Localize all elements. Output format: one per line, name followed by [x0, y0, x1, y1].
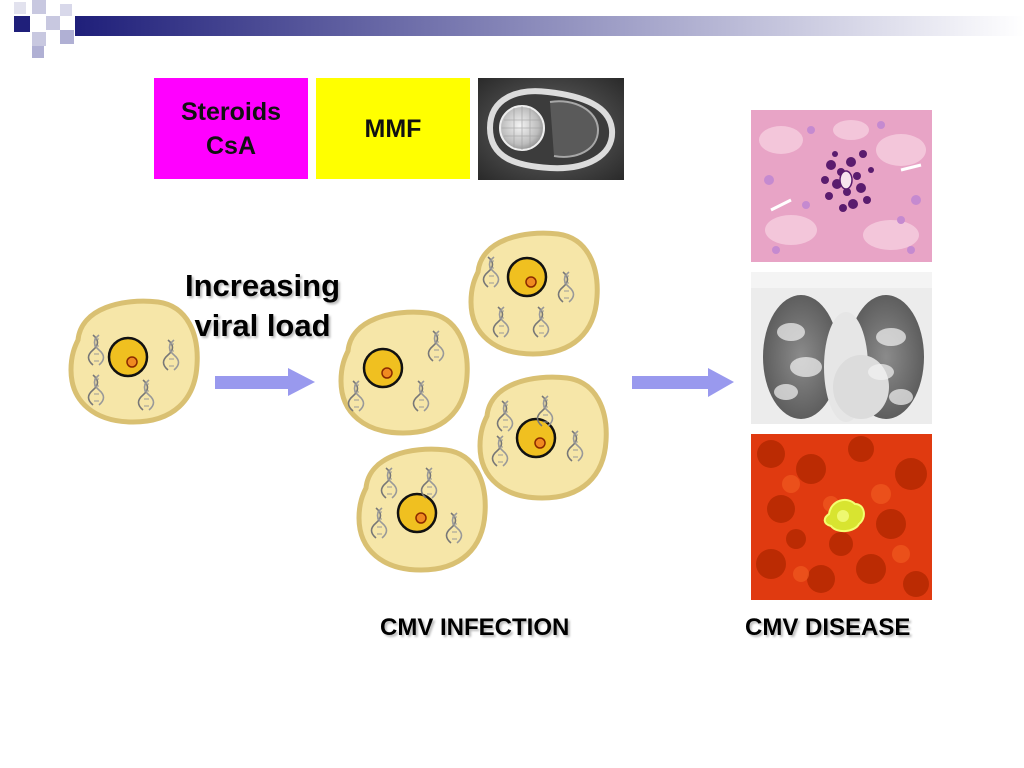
infected-cell: [359, 449, 485, 570]
initial-infected-cell: [71, 301, 197, 422]
fluorescence-stain-icon: [751, 434, 932, 600]
chest-xray-icon: [751, 272, 932, 424]
infected-cell: [480, 377, 606, 498]
checker-logo-icon: [14, 0, 1024, 58]
electron-micrograph-icon: [478, 78, 624, 180]
cmv-disease-caption: CMV DISEASE: [745, 614, 911, 641]
steroids-csa-label: Steroids CsA: [180, 97, 282, 160]
infected-cell: [471, 233, 597, 354]
increasing-viral-load-text: Increasing viral load: [170, 266, 355, 346]
cmv-infection-caption: CMV INFECTION: [380, 614, 570, 641]
histology-slide-icon: [751, 110, 932, 262]
arrow-right-icon: [215, 368, 315, 396]
viral-load-line-1: Increasing: [184, 268, 341, 303]
arrow-right-icon: [632, 368, 734, 397]
cell-diagram: [60, 220, 680, 640]
viral-load-line-2: viral load: [194, 308, 331, 343]
infected-cell: [341, 312, 467, 433]
header-decoration: [0, 0, 1024, 60]
mmf-label: MMF: [364, 114, 422, 143]
mmf-box: MMF: [316, 78, 470, 179]
steroids-csa-box: Steroids CsA: [154, 78, 308, 179]
